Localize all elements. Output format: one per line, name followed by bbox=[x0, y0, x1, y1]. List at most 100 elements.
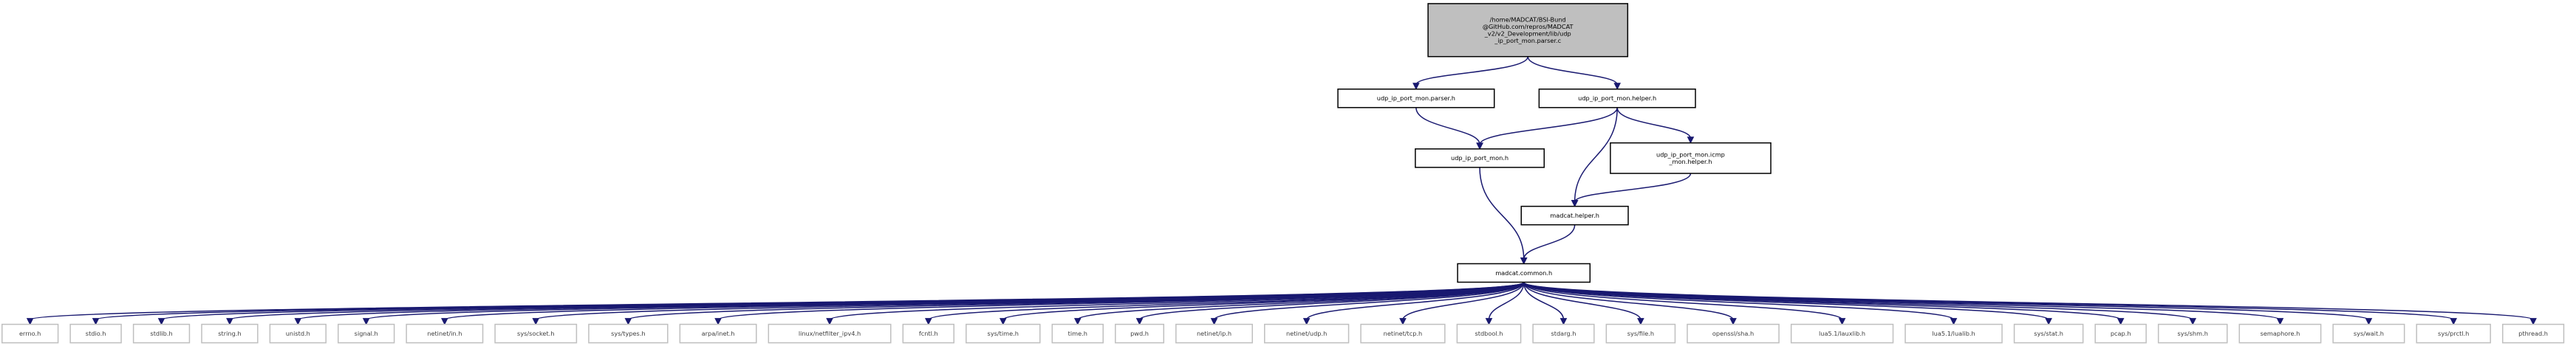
node-box bbox=[2416, 323, 2491, 344]
node-box bbox=[338, 323, 395, 344]
arrowhead-madcat_common_h-to-sys_file_h bbox=[1637, 318, 1644, 325]
node-label: sys/types.h bbox=[611, 330, 645, 337]
edge-madcat_common_h-to-stdbool_h bbox=[1488, 282, 1525, 320]
node-time-h[interactable]: time.h bbox=[1051, 323, 1104, 344]
node-box bbox=[1790, 323, 1894, 344]
node-pcap-h[interactable]: pcap.h bbox=[2094, 323, 2147, 344]
arrowhead-madcat_common_h-to-sys_shm_h bbox=[2189, 318, 2197, 325]
node-label: time.h bbox=[1068, 330, 1087, 337]
node-box bbox=[966, 323, 1041, 344]
node-box bbox=[902, 323, 955, 344]
node-stdbool-h[interactable]: stdbool.h bbox=[1456, 323, 1522, 344]
node-madcat-helper-h[interactable]: madcat.helper.h bbox=[1520, 205, 1629, 226]
node-box bbox=[1687, 323, 1780, 344]
node-label: stdarg.h bbox=[1551, 330, 1576, 337]
edge-mon_h-to-madcat_common_h bbox=[1479, 167, 1525, 260]
node-box bbox=[1904, 323, 2003, 344]
arrowhead-madcat_common_h-to-pthread_h bbox=[2529, 318, 2537, 325]
node-semaphore-h[interactable]: semaphore.h bbox=[2238, 323, 2322, 344]
arrowhead-madcat_common_h-to-pcap_h bbox=[2117, 318, 2125, 325]
node-sys-prctl-h[interactable]: sys/prctl.h bbox=[2416, 323, 2491, 344]
node-helper-h[interactable]: udp_ip_port_mon.helper.h bbox=[1538, 89, 1696, 108]
node-label: openssl/sha.h bbox=[1712, 330, 1754, 337]
node-label: sys/prctl.h bbox=[2438, 330, 2469, 337]
node-signal-h[interactable]: signal.h bbox=[338, 323, 395, 344]
node-errno-h[interactable]: errno.h bbox=[1, 323, 59, 344]
node-label: signal.h bbox=[355, 330, 378, 337]
node-label: udp_ip_port_mon.parser.h bbox=[1377, 94, 1455, 102]
node-netfilter-h[interactable]: linux/netfilter_ipv4.h bbox=[768, 323, 892, 344]
node-string-h[interactable]: string.h bbox=[201, 323, 259, 344]
node-label: pwd.h bbox=[1130, 330, 1149, 337]
edge-root-to-helper_h bbox=[1527, 56, 1618, 86]
node-label: /home/MADCAT/BSI-Bund bbox=[1490, 15, 1566, 23]
node-box bbox=[406, 323, 484, 344]
node-box bbox=[2501, 323, 2565, 344]
node-label: stdio.h bbox=[86, 330, 106, 337]
node-netinet-in-h[interactable]: netinet/in.h bbox=[406, 323, 484, 344]
node-stdio-h[interactable]: stdio.h bbox=[69, 323, 122, 344]
node-box bbox=[1115, 323, 1165, 344]
node-netinet-udp-h[interactable]: netinet/udp.h bbox=[1264, 323, 1350, 344]
node-label: unistd.h bbox=[286, 330, 310, 337]
node-box bbox=[1051, 323, 1104, 344]
node-box bbox=[132, 323, 191, 344]
node-box bbox=[1605, 323, 1676, 344]
node-sys-wait-h[interactable]: sys/wait.h bbox=[2332, 323, 2405, 344]
arrowhead-icmp_helper_h-to-madcat_helper_h bbox=[1571, 200, 1579, 207]
node-box bbox=[1360, 323, 1446, 344]
node-box bbox=[1415, 148, 1545, 168]
arrowhead-madcat_common_h-to-sys_time_h bbox=[999, 318, 1007, 325]
node-openssl-sha-h[interactable]: openssl/sha.h bbox=[1687, 323, 1780, 344]
node-label: _mon.helper.h bbox=[1668, 158, 1712, 165]
node-unistd-h[interactable]: unistd.h bbox=[269, 323, 327, 344]
node-icmp-helper-h[interactable]: udp_ip_port_mon.icmp_mon.helper.h bbox=[1610, 142, 1772, 174]
node-madcat-common-h[interactable]: madcat.common.h bbox=[1457, 263, 1591, 283]
node-label: stdbool.h bbox=[1475, 330, 1503, 337]
edge-madcat_common_h-to-lauxlib_h bbox=[1523, 282, 1843, 321]
edge-madcat_helper_h-to-madcat_common_h bbox=[1523, 224, 1576, 260]
arrowhead-helper_h-to-icmp_helper_h bbox=[1687, 136, 1695, 144]
node-arpa-inet-h[interactable]: arpa/inet.h bbox=[679, 323, 757, 344]
edge-parser_h-to-mon_h bbox=[1415, 107, 1480, 145]
edge-madcat_common_h-to-pthread_h bbox=[1523, 281, 2534, 321]
node-root: /home/MADCAT/BSI-Bund@GitHub.com/repros/… bbox=[1427, 3, 1629, 58]
node-sys-time-h[interactable]: sys/time.h bbox=[966, 323, 1041, 344]
node-pthread-h[interactable]: pthread.h bbox=[2501, 323, 2565, 344]
node-stdarg-h[interactable]: stdarg.h bbox=[1532, 323, 1595, 344]
node-box bbox=[1337, 89, 1495, 108]
node-box bbox=[588, 323, 669, 344]
node-fcntl-h[interactable]: fcntl.h bbox=[902, 323, 955, 344]
node-parser-h[interactable]: udp_ip_port_mon.parser.h bbox=[1337, 89, 1495, 108]
node-sys-stat-h[interactable]: sys/stat.h bbox=[2013, 323, 2084, 344]
arrowhead-madcat_common_h-to-errno_h bbox=[26, 318, 34, 325]
node-sys-socket-h[interactable]: sys/socket.h bbox=[494, 323, 578, 344]
arrowhead-root-to-helper_h bbox=[1613, 83, 1622, 90]
node-netinet-ip-h[interactable]: netinet/ip.h bbox=[1175, 323, 1253, 344]
node-sys-types-h[interactable]: sys/types.h bbox=[588, 323, 669, 344]
node-sys-shm-h[interactable]: sys/shm.h bbox=[2157, 323, 2228, 344]
node-stdlib-h[interactable]: stdlib.h bbox=[132, 323, 191, 344]
node-label: netinet/ip.h bbox=[1197, 330, 1231, 337]
node-label: semaphore.h bbox=[2261, 330, 2300, 337]
arrowhead-madcat_common_h-to-arpa_inet_h bbox=[714, 318, 722, 325]
node-label: netinet/in.h bbox=[427, 330, 462, 337]
node-box bbox=[1538, 89, 1696, 108]
arrowhead-madcat_common_h-to-stdio_h bbox=[92, 318, 100, 325]
node-label: arpa/inet.h bbox=[702, 330, 735, 337]
edge-madcat_common_h-to-fcntl_h bbox=[928, 281, 1525, 321]
node-box bbox=[1532, 323, 1595, 344]
edges-layer bbox=[26, 56, 2537, 325]
node-lualib-h[interactable]: lua5.1/lualib.h bbox=[1904, 323, 2003, 344]
node-label: _ip_port_mon.parser.c bbox=[1494, 37, 1561, 44]
node-sys-file-h[interactable]: sys/file.h bbox=[1605, 323, 1676, 344]
node-mon-h[interactable]: udp_ip_port_mon.h bbox=[1415, 148, 1545, 168]
node-pwd-h[interactable]: pwd.h bbox=[1115, 323, 1165, 344]
node-box bbox=[201, 323, 259, 344]
arrowhead-madcat_common_h-to-stdarg_h bbox=[1559, 318, 1568, 325]
node-box bbox=[1520, 205, 1629, 226]
edge-madcat_common_h-to-netinet_tcp_h bbox=[1402, 282, 1525, 320]
node-box bbox=[1, 323, 59, 344]
node-lauxlib-h[interactable]: lua5.1/lauxlib.h bbox=[1790, 323, 1894, 344]
node-netinet-tcp-h[interactable]: netinet/tcp.h bbox=[1360, 323, 1446, 344]
